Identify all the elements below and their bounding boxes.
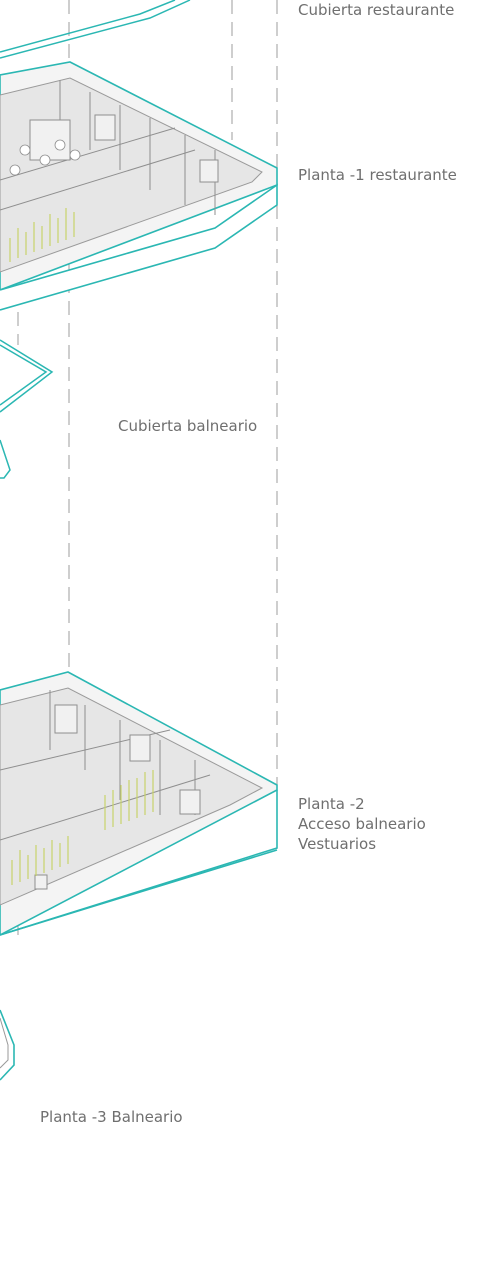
label-cubierta-restaurante: Cubierta restaurante (298, 1, 455, 19)
label-vestuarios: Vestuarios (298, 835, 377, 853)
floor-minus2 (0, 671, 278, 936)
label-planta-minus3: Planta -3 Balneario (40, 1108, 183, 1126)
roof-restaurant (0, 0, 191, 59)
label-acceso-balneario: Acceso balneario (298, 815, 426, 833)
label-cubierta-balneario: Cubierta balneario (118, 417, 258, 435)
label-planta-minus2: Planta -2 Acceso balneario Vestuarios (298, 794, 426, 854)
roof-spa (0, 339, 54, 479)
floor-minus1 (0, 61, 278, 311)
floor-minus3 (0, 1009, 15, 1081)
label-planta-minus1: Planta -1 restaurante (298, 166, 457, 184)
label-planta-minus2-title: Planta -2 (298, 795, 365, 813)
